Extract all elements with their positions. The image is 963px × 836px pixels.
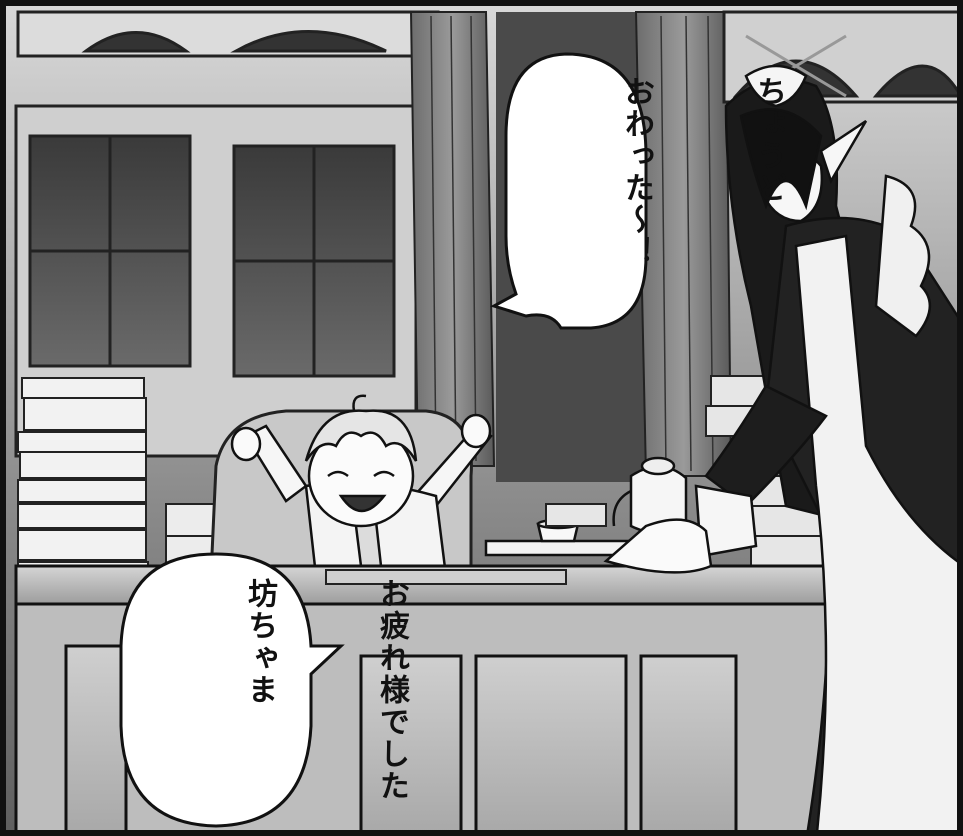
speech-line: ちょうど (751, 76, 786, 204)
tea-tray (484, 456, 688, 557)
speech-line: 坊ちゃま (242, 578, 277, 706)
speech-line: おわった〜！ (619, 76, 654, 268)
boy-character (230, 394, 493, 578)
speech-line: お疲れ様でした (374, 578, 409, 802)
speech-text-top: ちょうど おわった〜！ (526, 76, 878, 268)
speech-bubble-top (490, 52, 648, 330)
speech-text-bottom: お疲れ様でした 坊ちゃま (149, 578, 501, 802)
book-stack-left (17, 377, 149, 585)
maid-character (603, 64, 957, 830)
scene-illustration (6, 6, 957, 830)
desk-panels (64, 644, 738, 830)
left-window (14, 10, 440, 458)
speech-bubble-bottom (119, 552, 345, 828)
